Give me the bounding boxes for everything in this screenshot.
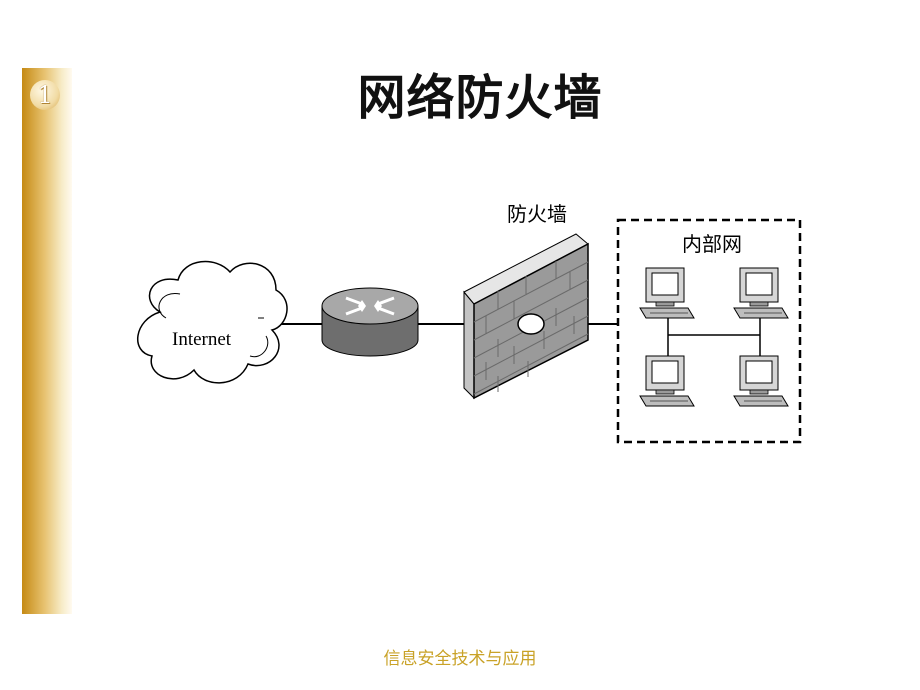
slide-number-badge: 1 <box>30 80 60 110</box>
internal-network-label: 内部网 <box>682 232 742 256</box>
footer-text: 信息安全技术与应用 <box>383 649 537 669</box>
firewall-label: 防火墙 <box>507 202 567 226</box>
firewall-icon <box>463 233 589 400</box>
computer-icon <box>639 267 695 319</box>
computer-icon <box>733 267 789 319</box>
computer-icon <box>639 355 695 407</box>
internal-network-boundary <box>616 218 802 444</box>
internet-label: Internet <box>172 329 232 350</box>
decorative-side-bar <box>22 68 72 614</box>
page-title: 网络防火墙 <box>357 70 603 126</box>
router-icon <box>321 287 419 357</box>
computer-icon <box>733 355 789 407</box>
internet-cloud-icon <box>137 260 288 384</box>
